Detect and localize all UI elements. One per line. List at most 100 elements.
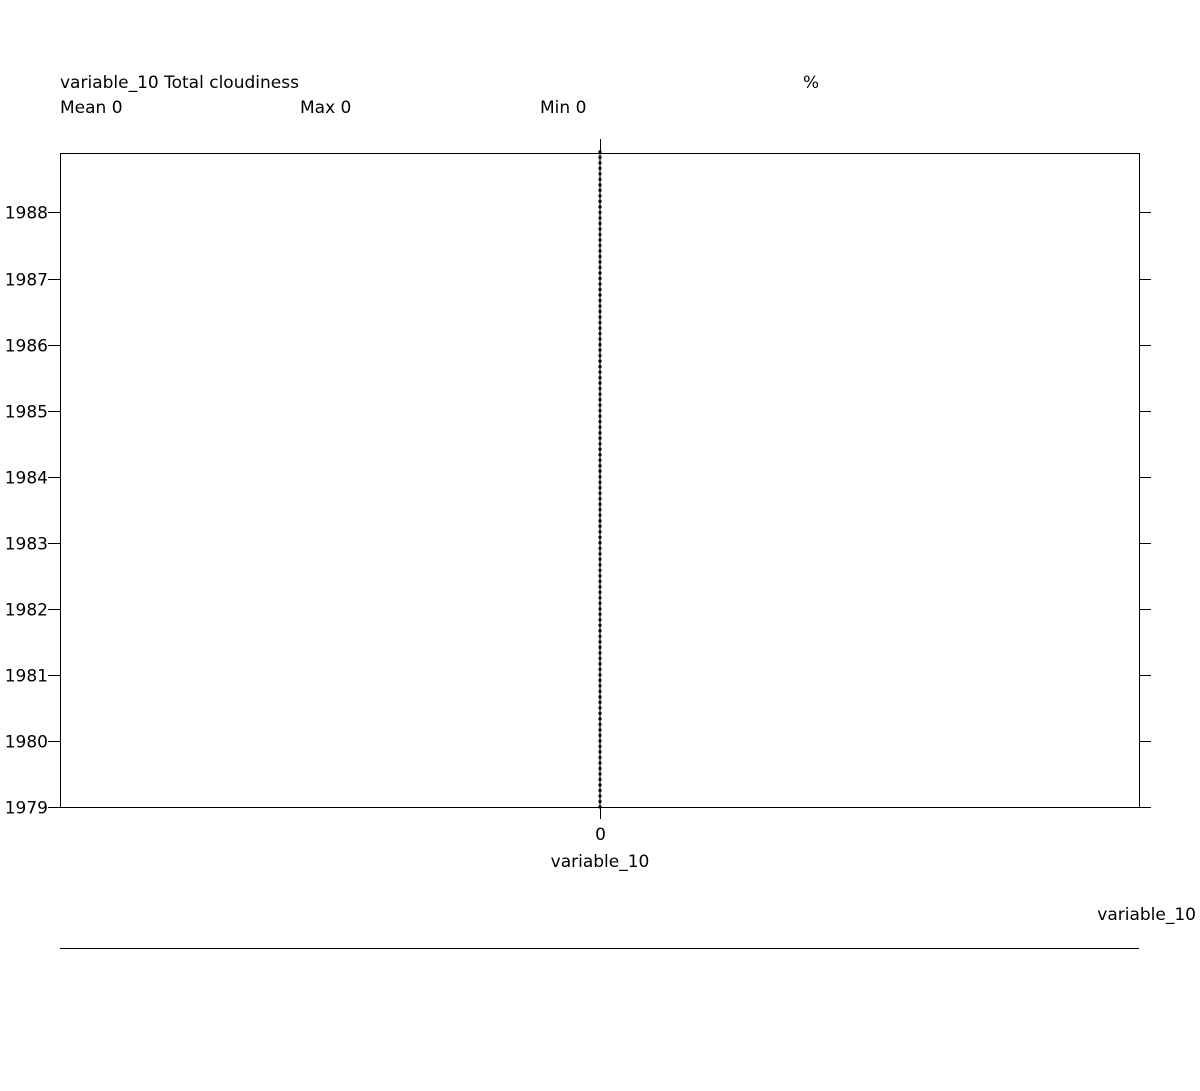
data-point <box>598 232 602 237</box>
data-point <box>598 722 602 727</box>
data-point <box>598 359 602 363</box>
data-point <box>598 343 602 347</box>
data-point <box>598 563 602 567</box>
unit-label: % <box>803 73 820 93</box>
data-point <box>598 678 602 683</box>
data-point <box>598 684 602 688</box>
data-point <box>598 772 602 776</box>
data-point <box>598 315 602 319</box>
data-point <box>598 783 602 787</box>
data-point <box>598 172 602 176</box>
data-point <box>598 574 602 578</box>
chart-title: variable_10 Total cloudiness <box>60 73 299 93</box>
data-point <box>598 761 602 765</box>
data-point <box>598 524 602 528</box>
data-point <box>598 541 602 545</box>
data-point <box>598 166 602 170</box>
data-point <box>598 799 602 804</box>
data-point <box>598 254 602 259</box>
data-point <box>598 293 602 297</box>
data-point <box>598 177 602 181</box>
data-point <box>598 618 602 622</box>
data-point <box>598 227 602 231</box>
data-point <box>598 205 602 209</box>
data-point <box>598 392 602 396</box>
data-point <box>598 354 602 358</box>
data-point <box>598 304 602 308</box>
data-point <box>598 243 602 248</box>
data-point <box>598 673 602 677</box>
data-point <box>598 155 602 159</box>
x-axis-label: variable_10 <box>551 852 650 872</box>
data-point <box>598 640 602 644</box>
x-tick-label: 0 <box>595 825 606 845</box>
data-point <box>598 221 602 226</box>
data-point <box>598 788 602 793</box>
data-point <box>598 376 602 380</box>
data-point <box>598 436 602 440</box>
data-point <box>598 519 602 523</box>
data-point <box>598 535 602 539</box>
max-stat: Max 0 <box>300 98 352 118</box>
data-point <box>598 689 602 694</box>
series-variable_10 <box>598 150 602 809</box>
data-point <box>598 326 602 330</box>
min-stat: Min 0 <box>540 98 587 118</box>
data-point <box>598 458 602 462</box>
y-tick-label: 1988 <box>5 204 48 224</box>
data-point <box>598 447 602 451</box>
data-point <box>598 634 602 638</box>
data-point <box>598 414 602 418</box>
data-point <box>598 667 602 672</box>
data-point <box>598 150 602 154</box>
data-point <box>598 199 602 203</box>
data-point <box>598 194 602 198</box>
data-point <box>598 623 602 627</box>
data-point <box>598 607 602 611</box>
data-point <box>598 431 602 435</box>
mean-stat: Mean 0 <box>60 98 123 118</box>
data-point <box>598 188 602 192</box>
data-point <box>598 755 602 760</box>
data-point <box>598 309 602 314</box>
data-point <box>598 662 602 666</box>
data-point <box>598 629 602 633</box>
y-tick-label: 1985 <box>5 403 48 423</box>
data-point <box>598 287 602 292</box>
data-point <box>598 711 602 716</box>
y-tick-label: 1983 <box>5 535 48 555</box>
data-point <box>598 579 602 583</box>
data-point <box>598 744 602 749</box>
data-point <box>598 216 602 220</box>
data-point <box>598 420 602 424</box>
data-point <box>598 546 602 550</box>
data-point <box>598 717 602 721</box>
data-point <box>598 491 602 495</box>
data-point <box>598 656 602 661</box>
data-point <box>598 486 602 490</box>
data-point <box>598 265 602 270</box>
data-point <box>598 442 602 446</box>
data-point <box>598 453 602 457</box>
data-point <box>598 552 602 556</box>
data-point <box>598 612 602 616</box>
y-tick-label: 1980 <box>5 733 48 753</box>
data-point <box>598 557 602 561</box>
data-point <box>598 706 602 710</box>
data-point <box>598 464 602 468</box>
data-point <box>598 271 602 275</box>
data-point <box>598 469 602 473</box>
data-point <box>598 381 602 385</box>
data-point <box>598 513 602 517</box>
data-point <box>598 348 602 352</box>
y-tick-label: 1986 <box>5 337 48 357</box>
data-point <box>598 475 602 479</box>
y-tick-label: 1982 <box>5 601 48 621</box>
data-point <box>598 502 602 506</box>
data-point <box>598 398 602 402</box>
data-point <box>598 321 602 325</box>
data-point <box>598 497 602 501</box>
data-point <box>598 750 602 754</box>
data-point <box>598 337 602 341</box>
data-point <box>598 728 602 732</box>
